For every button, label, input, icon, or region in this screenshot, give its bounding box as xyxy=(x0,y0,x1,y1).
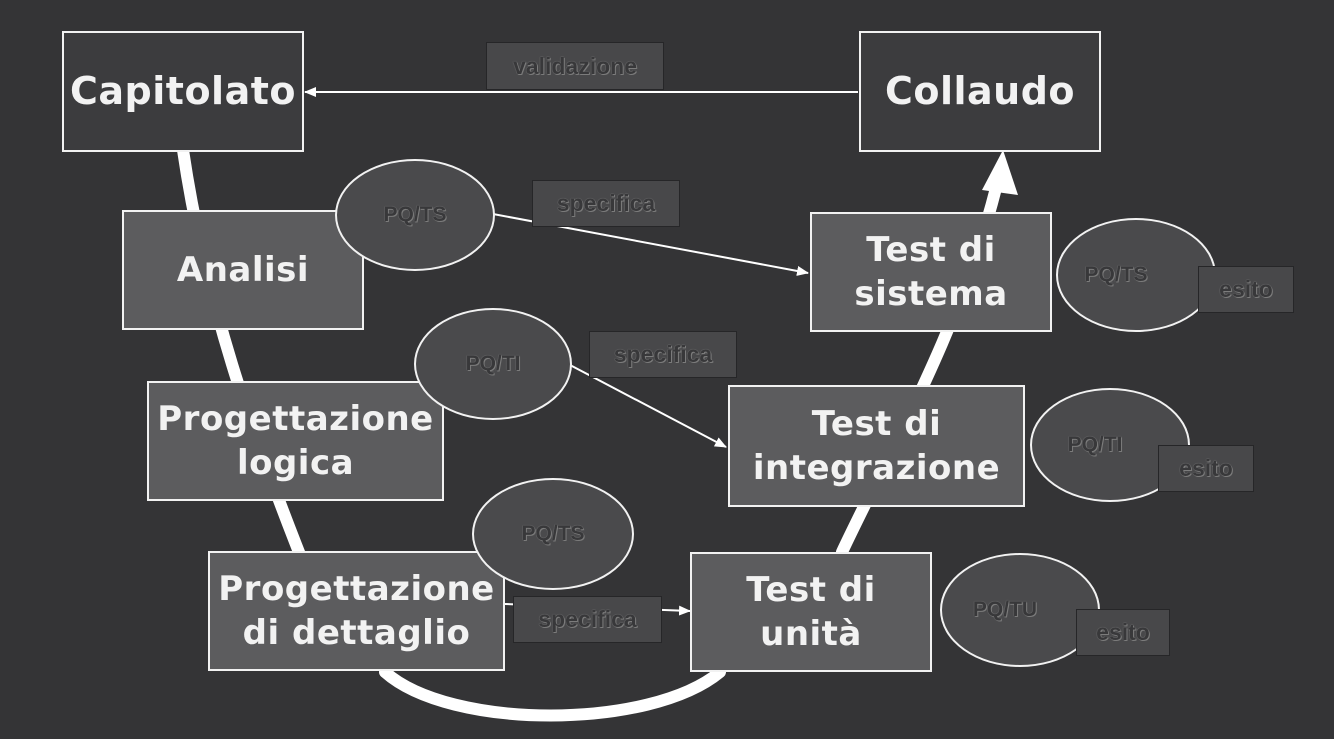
test-unita-box: Test di unità xyxy=(690,552,932,672)
plan-oval-sistema: PQ/TS xyxy=(1056,218,1216,332)
validazione-label: validazione xyxy=(486,42,664,90)
plan-oval-integrazione: PQ/TI xyxy=(1030,388,1190,502)
esito-sistema-label: esito xyxy=(1198,266,1294,313)
plan-label: PQ/TI xyxy=(1067,433,1123,456)
collaudo-box: Collaudo xyxy=(859,31,1101,152)
specifica-sistema-label: specifica xyxy=(532,180,680,227)
progettazione-logica-box: Progettazione logica xyxy=(147,381,444,501)
specifica-integrazione-arrow xyxy=(569,364,727,448)
test-sistema-box: Test di sistema xyxy=(810,212,1052,332)
plan-label: PQ/TS xyxy=(521,522,585,545)
progettazione-dettaglio-box: Progettazione di dettaglio xyxy=(208,551,505,671)
v-curve-bottom xyxy=(379,666,726,722)
plan-label: PQ/TI xyxy=(465,352,521,375)
test-integrazione-box: Test di integrazione xyxy=(728,385,1025,507)
specifica-unita-label: specifica xyxy=(513,596,662,643)
plan-oval-analisi: PQ/TS xyxy=(335,159,495,271)
analisi-box: Analisi xyxy=(122,210,364,330)
specifica-integrazione-label: specifica xyxy=(589,331,737,378)
v-arrowhead-icon xyxy=(982,150,1018,195)
esito-unita-label: esito xyxy=(1076,609,1170,656)
plan-label: PQ/TU xyxy=(972,598,1038,621)
capitolato-box: Capitolato xyxy=(62,31,304,152)
plan-oval-dettaglio: PQ/TS xyxy=(472,478,634,590)
plan-oval-logica: PQ/TI xyxy=(414,308,572,420)
esito-integrazione-label: esito xyxy=(1158,445,1254,492)
plan-label: PQ/TS xyxy=(383,203,447,226)
plan-label: PQ/TS xyxy=(1084,263,1148,286)
